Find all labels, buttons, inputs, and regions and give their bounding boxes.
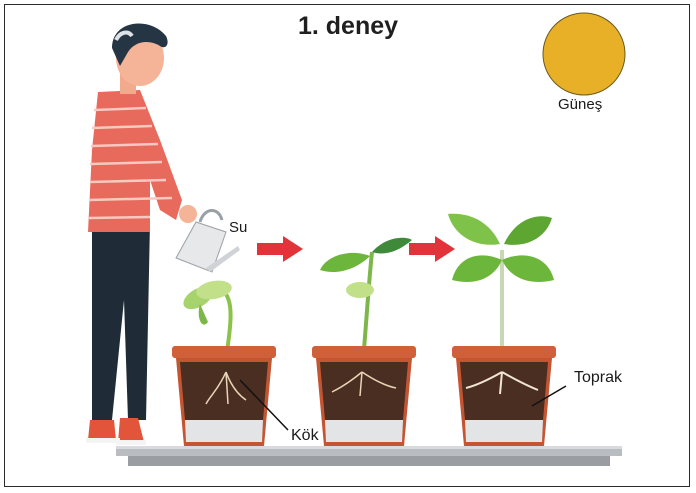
arrow-right-icon [257, 236, 303, 262]
arrow-right-icon [409, 236, 455, 262]
shelf [116, 446, 622, 466]
pot-1 [172, 278, 276, 446]
pot-3 [448, 214, 556, 446]
water-label: Su [229, 219, 247, 236]
sun-icon [543, 13, 625, 95]
sun-label: Güneş [558, 96, 602, 113]
pot-2 [312, 238, 416, 446]
root-label: Kök [291, 427, 319, 445]
soil-label: Toprak [574, 369, 622, 387]
